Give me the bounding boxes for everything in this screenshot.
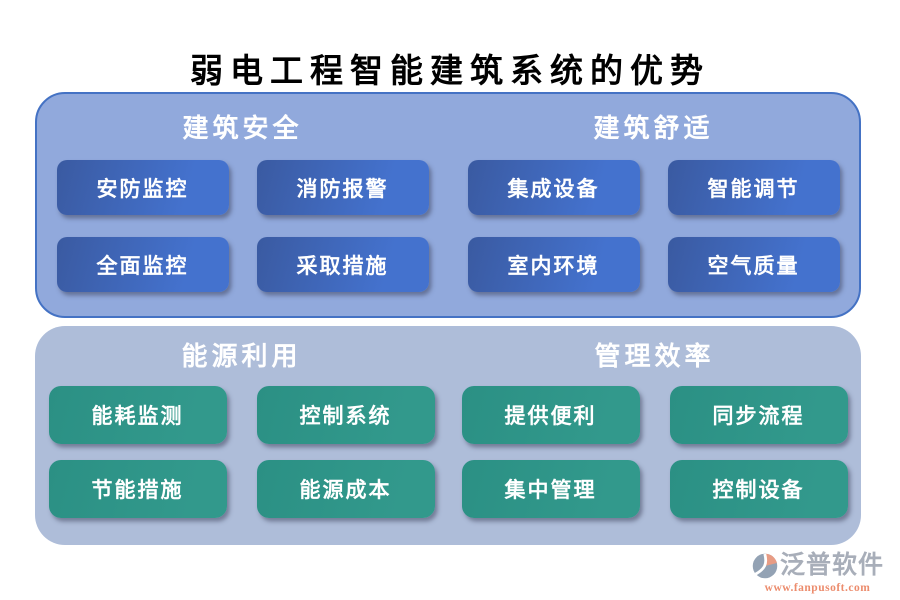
full-monitoring-button[interactable]: 全面监控 [56,237,229,292]
section-energy-utilization: 能源利用 能耗监测 控制系统 节能措施 能源成本 [35,326,448,545]
provide-convenience-button[interactable]: 提供便利 [461,386,640,444]
energy-monitoring-button[interactable]: 能耗监测 [48,386,227,444]
section-header-management-efficiency: 管理效率 [594,342,715,371]
vendor-logo: 泛普软件 www.fanpusoft.com [751,552,884,595]
fire-alarm-button[interactable]: 消防报警 [256,160,429,215]
take-measures-button[interactable]: 采取措施 [256,237,429,292]
button-grid-building-comfort: 集成设备 智能调节 室内环境 空气质量 [467,160,840,292]
panel-energy-management: 能源利用 能耗监测 控制系统 节能措施 能源成本 管理效率 提供便利 同步流程 … [35,326,861,545]
button-grid-management-efficiency: 提供便利 同步流程 集中管理 控制设备 [461,386,848,518]
integrated-devices-button[interactable]: 集成设备 [467,160,640,215]
air-quality-button[interactable]: 空气质量 [667,237,840,292]
vendor-logo-name: 泛普软件 [779,552,884,579]
section-building-comfort: 建筑舒适 集成设备 智能调节 室内环境 空气质量 [448,94,859,316]
section-header-building-safety: 建筑安全 [182,114,303,143]
page-title: 弱电工程智能建筑系统的优势 [190,54,710,90]
vendor-logo-row: 泛普软件 [751,552,884,580]
centralized-management-button[interactable]: 集中管理 [461,460,640,518]
section-header-energy-utilization: 能源利用 [181,342,302,371]
panel-building-safety-comfort: 建筑安全 安防监控 消防报警 全面监控 采取措施 建筑舒适 集成设备 智能调节 … [35,92,861,318]
device-control-button[interactable]: 控制设备 [669,460,848,518]
section-building-safety: 建筑安全 安防监控 消防报警 全面监控 采取措施 [37,94,448,316]
button-grid-building-safety: 安防监控 消防报警 全面监控 采取措施 [56,160,429,292]
energy-cost-button[interactable]: 能源成本 [256,460,435,518]
section-header-building-comfort: 建筑舒适 [593,114,714,143]
energy-saving-measures-button[interactable]: 节能措施 [48,460,227,518]
control-system-button[interactable]: 控制系统 [256,386,435,444]
security-monitoring-button[interactable]: 安防监控 [56,160,229,215]
sync-process-button[interactable]: 同步流程 [669,386,848,444]
section-management-efficiency: 管理效率 提供便利 同步流程 集中管理 控制设备 [448,326,861,545]
indoor-environment-button[interactable]: 室内环境 [467,237,640,292]
smart-adjustment-button[interactable]: 智能调节 [667,160,840,215]
vendor-logo-url: www.fanpusoft.com [764,581,871,594]
fanpu-logo-icon [751,552,779,580]
button-grid-energy-utilization: 能耗监测 控制系统 节能措施 能源成本 [48,386,435,518]
